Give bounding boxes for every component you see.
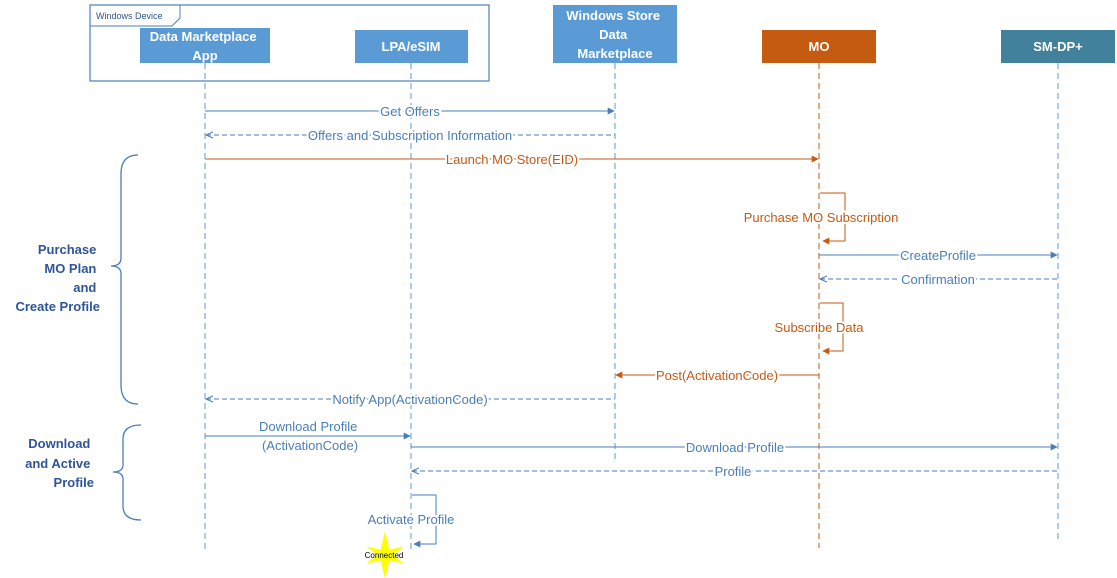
svg-text:Launch MO Store(EID): Launch MO Store(EID)	[446, 152, 578, 167]
participant-mo: MO	[762, 30, 876, 63]
svg-text:Subscribe Data: Subscribe Data	[775, 320, 865, 335]
svg-text:Get Offers: Get Offers	[380, 104, 440, 119]
msg-create-profile: CreateProfile	[819, 246, 1058, 265]
svg-text:Download Profile: Download Profile	[686, 440, 784, 455]
msg-purchase-subscription: Purchase MO Subscription	[742, 192, 900, 245]
participant-mo-label: MO	[809, 39, 830, 54]
svg-text:Purchase MO Subscription: Purchase MO Subscription	[744, 210, 899, 225]
participant-lpa: LPA/eSIM	[355, 30, 468, 63]
participant-app-label: Data Marketplace App	[150, 29, 261, 63]
svg-text:Download Profile (Activa: Download Profile (ActivationCode)	[259, 419, 361, 453]
msg-profile: Profile	[412, 462, 1058, 481]
participant-lpa-label: LPA/eSIM	[382, 39, 441, 54]
msg-get-offers: Get Offers	[205, 102, 615, 121]
msg-confirmation: Confirmation	[820, 270, 1058, 289]
svg-text:CreateProfile: CreateProfile	[900, 248, 976, 263]
windows-device-label: Windows Device	[96, 11, 163, 21]
msg-post-activation-code: Post(ActivationCode)	[615, 366, 819, 385]
connected-star: Connected	[365, 531, 404, 578]
svg-text:Confirmation: Confirmation	[901, 272, 975, 287]
msg-notify-app: Notify App(ActivationCode)	[206, 390, 615, 409]
svg-text:Activate Profile: Activate Profile	[368, 512, 455, 527]
msg-activate-profile: Activate Profile	[366, 494, 456, 548]
svg-text:Offers and Subscription Inform: Offers and Subscription Information	[308, 128, 512, 143]
download-group-brace	[112, 424, 142, 521]
windows-device-tab	[90, 5, 181, 27]
msg-download-profile: Download Profile	[411, 438, 1058, 457]
connected-label: Connected	[365, 551, 404, 560]
msg-subscribe-data: Subscribe Data	[773, 302, 866, 355]
msg-download-profile-activation: Download Profile (ActivationCode)	[205, 417, 411, 455]
svg-text:Notify App(ActivationCode): Notify App(ActivationCode)	[332, 392, 487, 407]
participant-store-label: Windows Store Data Marketplace	[566, 8, 663, 61]
windows-device-frame	[89, 4, 490, 82]
msg-launch-store: Launch MO Store(EID)	[205, 150, 819, 169]
participant-smdp-label: SM-DP+	[1033, 39, 1083, 54]
participant-store: Windows Store Data Marketplace	[553, 5, 677, 63]
participant-app: Data Marketplace App	[140, 28, 270, 63]
msg-offers-info: Offers and Subscription Information	[206, 126, 615, 145]
participant-smdp: SM-DP+	[1001, 30, 1115, 63]
svg-text:Profile: Profile	[715, 464, 752, 479]
svg-text:Post(ActivationCode): Post(ActivationCode)	[656, 368, 778, 383]
purchase-group-label: Purchase MO Plan and Create Profile	[15, 242, 100, 314]
download-group-label: Download and Active Profile	[25, 436, 94, 490]
purchase-group-brace	[110, 154, 139, 405]
star-icon	[366, 531, 404, 578]
